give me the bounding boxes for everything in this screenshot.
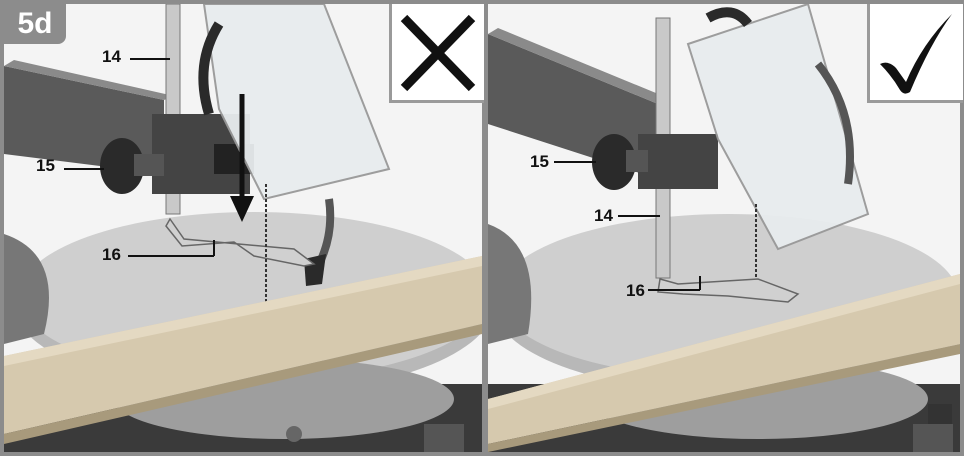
callout-16-left: 16: [102, 245, 121, 264]
callout-14-left: 14: [102, 47, 121, 66]
callout-16-right: 16: [626, 281, 645, 300]
callout-14-right: 14: [594, 206, 613, 225]
correct-indicator: [867, 4, 963, 103]
callout-15-right: 15: [530, 152, 549, 171]
figure-number-badge: 5d: [4, 4, 66, 44]
checkmark-icon: [880, 14, 952, 94]
callout-15-left: 15: [36, 156, 55, 175]
cross-icon: [400, 14, 476, 92]
incorrect-indicator: [389, 4, 484, 103]
